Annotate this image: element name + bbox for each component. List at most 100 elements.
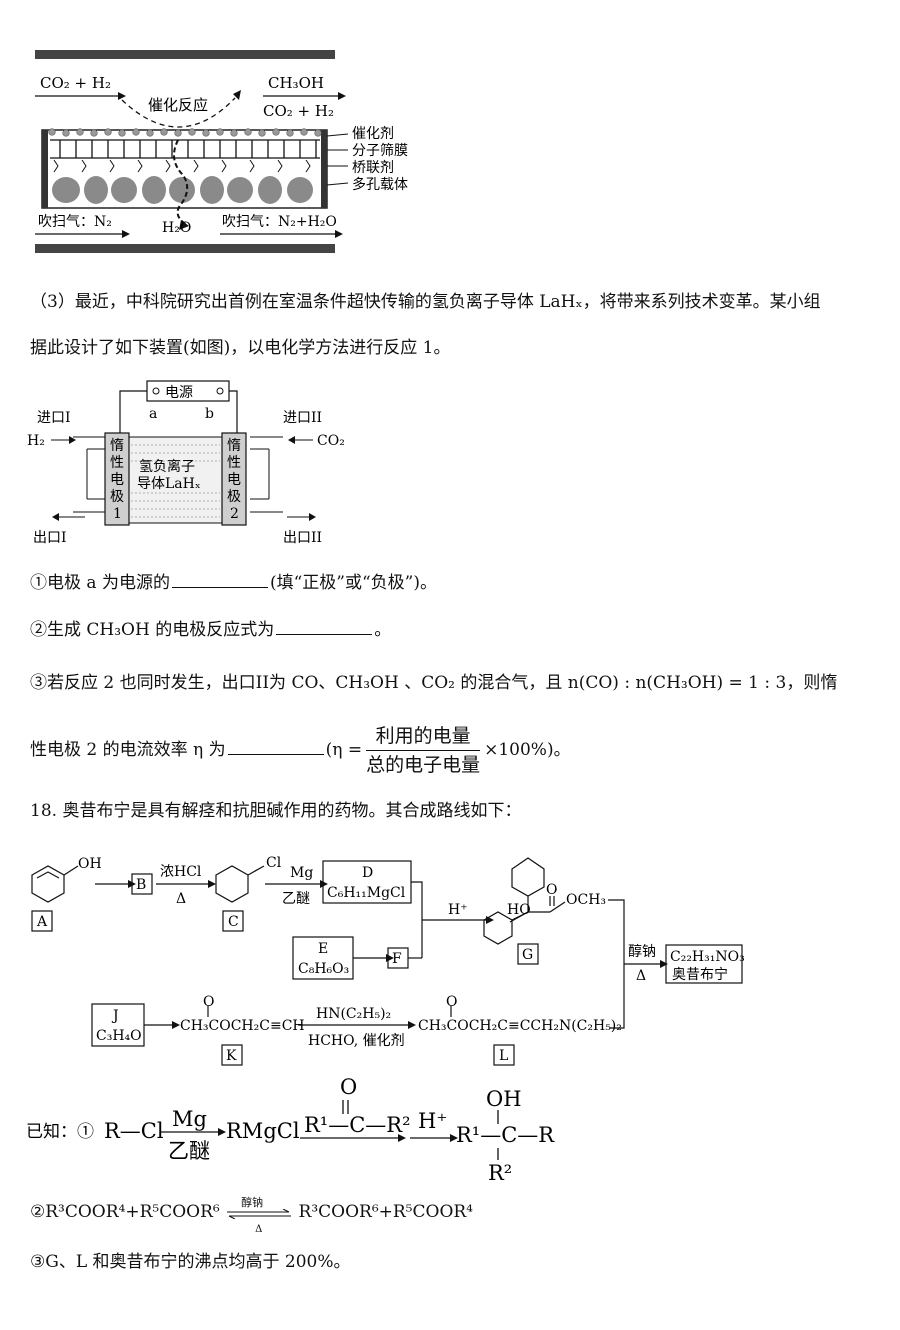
conductor-label-1: 氢负离子 bbox=[139, 458, 195, 475]
fraction-numerator: 利用的电量 bbox=[366, 724, 481, 751]
terminal-b: b bbox=[205, 406, 214, 422]
d-formula: C₆H₁₁MgCl bbox=[327, 885, 406, 901]
reagent-delta-1: Δ bbox=[176, 891, 186, 907]
sweep-in-label: 吹扫气：N₂ bbox=[38, 214, 112, 230]
electrode2-char: 极 bbox=[227, 489, 241, 505]
inlet-1-label: 进口I bbox=[37, 410, 71, 426]
electrode1-char: 惰 bbox=[110, 438, 124, 454]
ketone-o: O bbox=[340, 1075, 357, 1099]
electrode2-char: 电 bbox=[227, 472, 241, 488]
bridging-agent bbox=[53, 159, 311, 173]
k-carbonyl-o: O bbox=[203, 994, 214, 1010]
label-g: G bbox=[522, 947, 533, 963]
terminal-a: a bbox=[149, 406, 157, 422]
electrode1-char: 性 bbox=[110, 455, 124, 471]
known-fact-3: ③G、L 和奥昔布宁的沸点均高于 200%。 bbox=[30, 1252, 351, 1272]
layer-label-catalyst: 催化剂 bbox=[352, 126, 394, 142]
answer-blank-3[interactable] bbox=[227, 738, 324, 755]
reagent-amine: HN(C₂H₅)₂ bbox=[316, 1006, 391, 1022]
alcohol-product: R¹—C—R bbox=[456, 1123, 555, 1147]
label-f: F bbox=[392, 951, 402, 967]
top-plate bbox=[35, 50, 335, 59]
known-reaction-2: ②R³COOR⁴+R⁵COOR⁶ 醇钠 Δ R³COOR⁶+R⁵COOR⁴ bbox=[30, 1196, 473, 1235]
electrode2-char: 2 bbox=[230, 506, 239, 522]
layer-label-support: 多孔载体 bbox=[352, 176, 408, 193]
label-k: K bbox=[226, 1048, 237, 1064]
answer-blank-1[interactable] bbox=[171, 571, 268, 588]
ketone: R¹—C—R² bbox=[304, 1113, 411, 1137]
reactor-outlet-unreacted: CO₂ + H₂ bbox=[263, 102, 334, 120]
label-b: B bbox=[136, 877, 146, 893]
h2-label: H₂ bbox=[27, 433, 45, 449]
q3-line2: 据此设计了如下装置(如图)，以电化学方法进行反应 1。 bbox=[30, 338, 451, 358]
electrode1-char: 极 bbox=[110, 489, 124, 505]
porous-support bbox=[52, 176, 313, 204]
equilibrium-arrow: 醇钠 Δ bbox=[225, 1196, 293, 1235]
product-oh: OH bbox=[486, 1087, 522, 1111]
c-cl: Cl bbox=[266, 855, 282, 871]
sub3-end: ×100%)。 bbox=[484, 740, 571, 760]
l-carbonyl-o: O bbox=[446, 994, 457, 1010]
g-ho: HO bbox=[507, 902, 531, 918]
water-label: H₂O bbox=[162, 220, 191, 236]
e-formula: C₈H₆O₃ bbox=[298, 961, 349, 977]
label-d: D bbox=[362, 865, 373, 881]
q18-text: 18. 奥昔布宁是具有解痉和抗胆碱作用的药物。其合成路线如下： bbox=[30, 801, 522, 821]
a-oh: OH bbox=[78, 856, 102, 872]
reagent-hplus: H⁺ bbox=[448, 902, 468, 918]
bottom-plate bbox=[35, 244, 335, 253]
label-c: C bbox=[228, 914, 239, 930]
j-formula: C₃H₄O bbox=[96, 1028, 142, 1044]
known-rmgcl: RMgCl bbox=[226, 1119, 300, 1143]
reactant-rcl: R—Cl bbox=[104, 1119, 164, 1143]
sieve-membrane bbox=[50, 139, 320, 159]
sub-question-2: ②生成 CH₃OH 的电极反应式为 。 bbox=[30, 618, 391, 642]
label-a: A bbox=[36, 914, 48, 930]
synthesis-scheme: OH A B 浓HCl Δ Cl C Mg 乙醚 D C₆H₁₁MgCl E C… bbox=[31, 855, 745, 1066]
reactor-inlet-label: CO₂ + H₂ bbox=[40, 74, 111, 92]
power-label: 电源 bbox=[165, 385, 193, 401]
electrode2-char: 惰 bbox=[227, 438, 241, 454]
known-mg: Mg bbox=[172, 1107, 207, 1131]
answer-blank-2[interactable] bbox=[276, 618, 373, 635]
known-prefix: 已知：① bbox=[26, 1122, 94, 1142]
q3-line1: （3）最近，中科院研究出首例在室温条件超快传输的氢负离子导体 LaHₓ，将带来系… bbox=[30, 292, 821, 312]
reagent-hcl: 浓HCl bbox=[160, 864, 202, 880]
label-l: L bbox=[499, 1048, 508, 1064]
electrode1-char: 电 bbox=[110, 472, 124, 488]
layer-label-bridging: 桥联剂 bbox=[352, 160, 394, 176]
sweep-out-label: 吹扫气：N₂+H₂O bbox=[222, 214, 337, 230]
sub-question-3-line2: 性电极 2 的电流效率 η 为(η =利用的电量总的电子电量×100%)。 bbox=[30, 722, 571, 778]
membrane-reactor-figure: CO₂ + H₂ CH₃OH CO₂ + H₂ 催化反应 催化剂 分子筛膜 bbox=[35, 50, 408, 253]
electrolysis-device-figure: 电源 a b 氢负离子 导体LaHₓ 惰 性 电 极 1 惰 性 电 极 2 进… bbox=[27, 380, 345, 546]
reagent-hcho: HCHO, 催化剂 bbox=[308, 1033, 405, 1049]
inert-electrode-2 bbox=[221, 432, 247, 526]
inert-electrode-1 bbox=[104, 432, 130, 526]
g-och3: OCH₃ bbox=[566, 892, 606, 908]
eq2-products: R³COOR⁶+R⁵COOR⁴ bbox=[298, 1202, 473, 1222]
known-ether: 乙醚 bbox=[168, 1139, 210, 1163]
eq2-catalyst: 醇钠 bbox=[241, 1195, 264, 1209]
electrode1-char: 1 bbox=[113, 506, 122, 522]
product-formula: C₂₂H₃₁NO₃ bbox=[670, 949, 745, 965]
co2-label: CO₂ bbox=[317, 433, 345, 449]
eq2-delta: Δ bbox=[255, 1223, 263, 1235]
sub-question-3-line1: ③若反应 2 也同时发生，出口II为 CO、CH₃OH 、CO₂ 的混合气，且 … bbox=[30, 673, 838, 693]
l-formula: CH₃COCH₂C≡CCH₂N(C₂H₅)₂ bbox=[418, 1018, 622, 1034]
known-reaction-1: 已知：① R—Cl Mg 乙醚 RMgCl O R¹—C—R² H⁺ OH R¹… bbox=[26, 1075, 555, 1185]
catalyst-layer bbox=[48, 128, 322, 137]
k-formula: CH₃COCH₂C≡CH bbox=[180, 1018, 305, 1034]
reagent-ether: 乙醚 bbox=[282, 891, 310, 907]
sub-question-1: ①电极 a 为电源的(填“正极”或“负极”)。 bbox=[30, 571, 437, 595]
sub2-text: ②生成 CH₃OH 的电极反应式为 bbox=[30, 620, 275, 640]
label-j: J bbox=[111, 1008, 119, 1024]
sub2-end: 。 bbox=[374, 620, 392, 640]
conductor-label-2: 导体LaHₓ bbox=[137, 476, 201, 492]
label-e: E bbox=[318, 941, 328, 957]
inlet-2-label: 进口II bbox=[283, 410, 322, 426]
electrode2-char: 性 bbox=[227, 455, 241, 471]
reaction-label: 催化反应 bbox=[148, 96, 208, 114]
fraction-denominator: 总的电子电量 bbox=[366, 754, 481, 776]
reactor-outlet-product: CH₃OH bbox=[268, 74, 324, 92]
reagent-naoet: 醇钠 bbox=[628, 943, 656, 960]
